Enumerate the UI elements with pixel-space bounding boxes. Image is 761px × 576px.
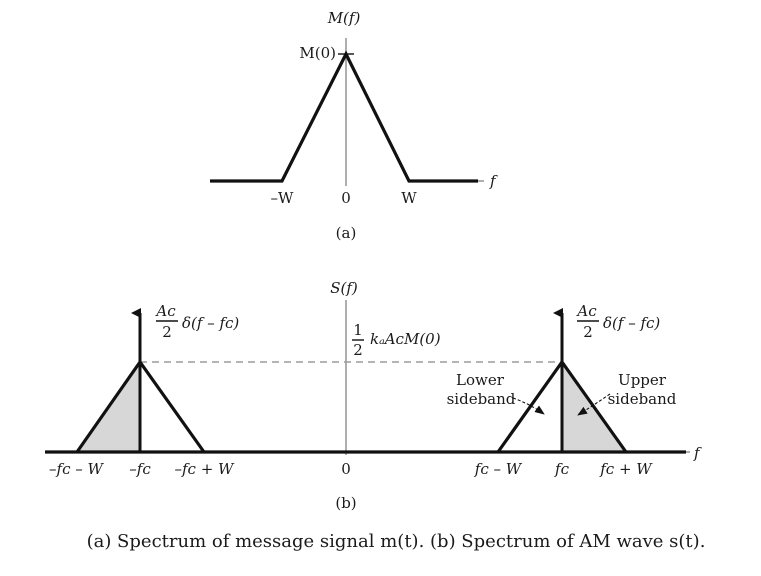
upper-sideband-label-line1: Upper xyxy=(618,371,667,389)
center-half-denominator: 2 xyxy=(353,341,363,359)
message-spectrum-curve xyxy=(210,50,478,183)
right-impulse-label: Aᴄ 2 δ(f – fᴄ) xyxy=(575,302,660,341)
lower-sideband-label-line1: Lower xyxy=(456,371,505,389)
tick-label-w: W xyxy=(401,189,417,207)
panel-b-title: S(f) xyxy=(330,279,358,297)
lower-sideband-arrow xyxy=(512,397,545,415)
figure-caption: (a) Spectrum of message signal m(t). (b)… xyxy=(87,531,706,552)
left-impulse-numerator: Aᴄ xyxy=(154,302,176,320)
center-half-numerator: 1 xyxy=(353,321,363,339)
tick-label-neg-fc-plus-w: –fᴄ + W xyxy=(175,460,236,478)
tick-label-fc-plus-w: fᴄ + W xyxy=(599,460,653,478)
tick-label-zero-b: 0 xyxy=(341,460,351,478)
tick-label-neg-fc-minus-w: –fᴄ – W xyxy=(49,460,104,478)
panel-a-caption: (a) xyxy=(336,224,357,242)
peak-label: M(0) xyxy=(299,44,336,62)
right-impulse-delta: δ(f – fᴄ) xyxy=(603,314,660,332)
upper-sideband-arrow xyxy=(577,393,611,416)
tick-label-fc-minus-w: fᴄ – W xyxy=(474,460,523,478)
left-impulse-denominator: 2 xyxy=(162,323,172,341)
center-level-expression: kₐAᴄM(0) xyxy=(370,330,441,348)
panel-b: S(f) f Aᴄ 2 δ(f – fᴄ) Aᴄ 2 δ(f – fᴄ) 1 xyxy=(45,279,702,512)
panel-b-caption: (b) xyxy=(335,494,356,512)
tick-label-neg-fc: –fᴄ xyxy=(129,460,151,478)
center-level-label: 1 2 kₐAᴄM(0) xyxy=(352,321,441,359)
panel-a-title: M(f) xyxy=(327,9,361,27)
left-impulse-label: Aᴄ 2 δ(f – fᴄ) xyxy=(154,302,239,341)
tick-label-fc: fᴄ xyxy=(554,460,570,478)
right-impulse-numerator: Aᴄ xyxy=(575,302,597,320)
lower-sideband-label-line2: sideband xyxy=(447,390,516,408)
left-impulse-delta: δ(f – fᴄ) xyxy=(182,314,239,332)
upper-sideband-label-line2: sideband xyxy=(608,390,677,408)
panel-b-axis-label: f xyxy=(693,444,702,462)
panel-a-axis-label: f xyxy=(489,172,498,190)
tick-label-zero-a: 0 xyxy=(341,189,351,207)
right-impulse-denominator: 2 xyxy=(583,323,593,341)
panel-a: M(f) M(0) f –W 0 W (a) xyxy=(210,9,498,242)
tick-label-minus-w: –W xyxy=(271,189,295,207)
